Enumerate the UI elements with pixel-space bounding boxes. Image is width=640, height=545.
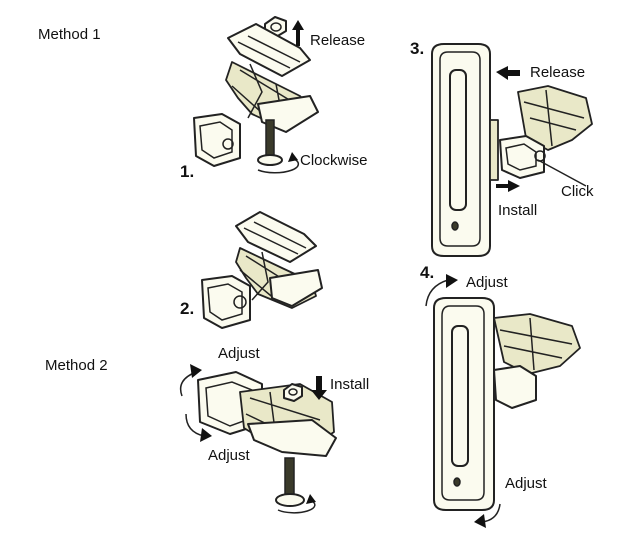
step1-clamp-drawing [193, 16, 319, 174]
install-label-method2: Install [330, 376, 370, 393]
method2-heading: Method 2 [45, 357, 108, 374]
adjust-label-method2-bottom: Adjust [208, 447, 250, 464]
step1-bolt [265, 119, 275, 157]
step2-number: 2. [180, 299, 195, 318]
step1-number: 1. [180, 162, 195, 181]
release-label-step3: Release [530, 64, 586, 81]
method2-install-arrow [311, 376, 327, 400]
click-label: Click [561, 183, 594, 200]
adjust-label-step4-bottom: Adjust [505, 475, 547, 492]
adjust-label-method2-top: Adjust [218, 345, 260, 362]
install-label-step3: Install [498, 202, 538, 219]
release-label-step1: Release [310, 32, 366, 49]
method2-clamp-drawing [179, 364, 337, 514]
step3-number: 3. [410, 39, 425, 58]
clockwise-label: Clockwise [300, 152, 368, 169]
step1-release-arrow [292, 20, 304, 46]
step4-number: 4. [420, 263, 435, 282]
method2-nut [283, 383, 303, 402]
step3-light-drawing [431, 43, 593, 257]
method1-heading: Method 1 [38, 26, 101, 43]
step4-light-drawing [425, 274, 581, 528]
adjust-label-step4-top: Adjust [466, 274, 508, 291]
step2-clamp-drawing [201, 211, 323, 329]
step3-install-arrow [496, 180, 520, 192]
method2-bolt [284, 457, 295, 497]
step3-release-arrow [496, 66, 520, 80]
